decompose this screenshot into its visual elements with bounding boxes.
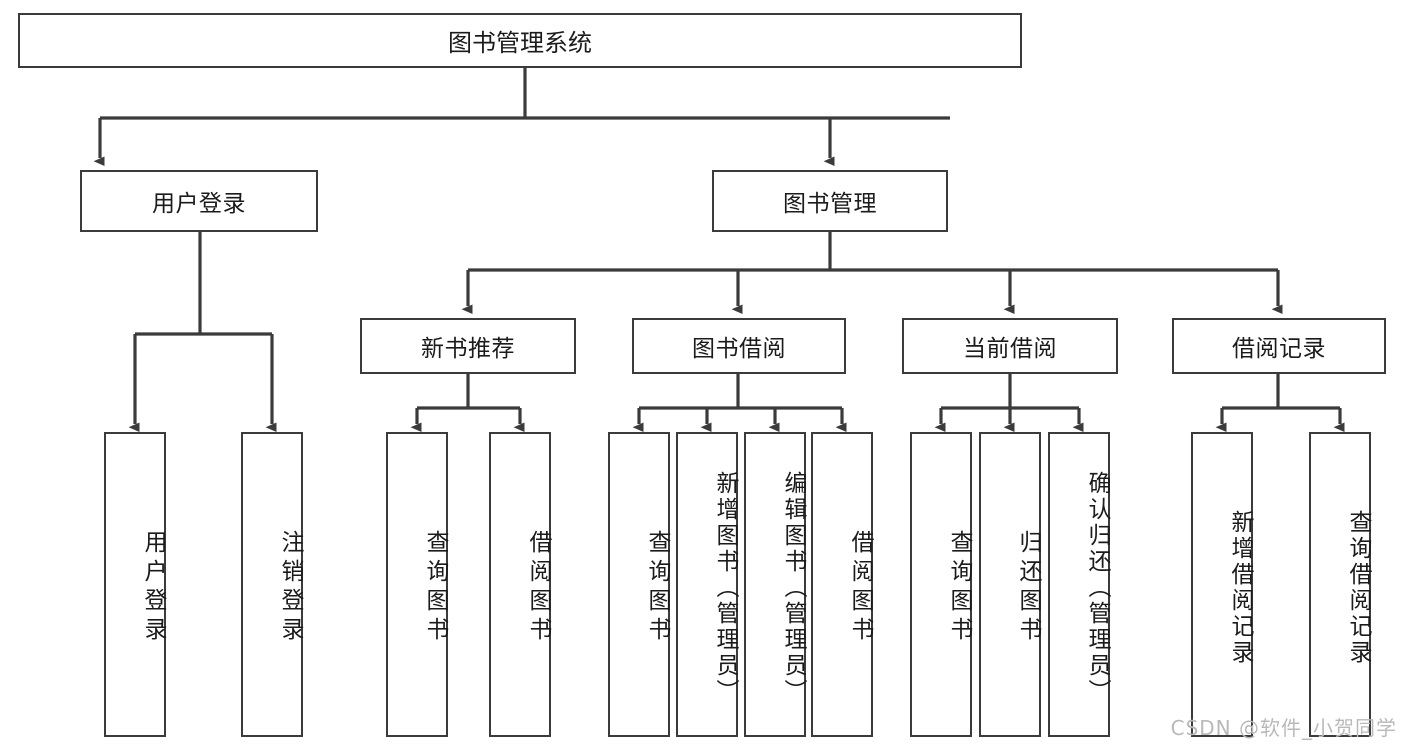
node-leaf-return-book[interactable]: 归还图书 <box>979 432 1041 737</box>
watermark-text: CSDN @软件_小贺同学 <box>1170 716 1397 740</box>
node-current-borrow[interactable]: 当前借阅 <box>902 318 1118 374</box>
node-leaf-borrow-book[interactable]: 借阅图书 <box>811 432 873 737</box>
node-leaf-add-borrow-record[interactable]: 新增借阅记录 <box>1191 432 1253 737</box>
node-leaf-query-book-current[interactable]: 查询图书 <box>910 432 972 737</box>
node-root-system[interactable]: 图书管理系统 <box>18 13 1022 68</box>
node-leaf-user-login[interactable]: 用户登录 <box>104 432 166 737</box>
node-book-borrow[interactable]: 图书借阅 <box>632 318 846 374</box>
node-user-login[interactable]: 用户登录 <box>80 170 318 232</box>
node-new-book-recommend[interactable]: 新书推荐 <box>360 318 576 374</box>
node-leaf-logout-login[interactable]: 注销登录 <box>241 432 303 737</box>
node-borrow-record[interactable]: 借阅记录 <box>1172 318 1386 374</box>
node-leaf-edit-book-admin[interactable]: 编辑图书（管理员） <box>744 432 806 737</box>
node-leaf-query-book-borrow[interactable]: 查询图书 <box>608 432 670 737</box>
node-leaf-add-book-admin[interactable]: 新增图书（管理员） <box>676 432 738 737</box>
node-leaf-borrow-book-recommend[interactable]: 借阅图书 <box>489 432 551 737</box>
node-book-manage[interactable]: 图书管理 <box>712 170 948 232</box>
node-leaf-confirm-return-admin[interactable]: 确认归还（管理员） <box>1048 432 1110 737</box>
node-leaf-query-borrow-record[interactable]: 查询借阅记录 <box>1309 432 1371 737</box>
node-leaf-query-book-recommend[interactable]: 查询图书 <box>386 432 448 737</box>
